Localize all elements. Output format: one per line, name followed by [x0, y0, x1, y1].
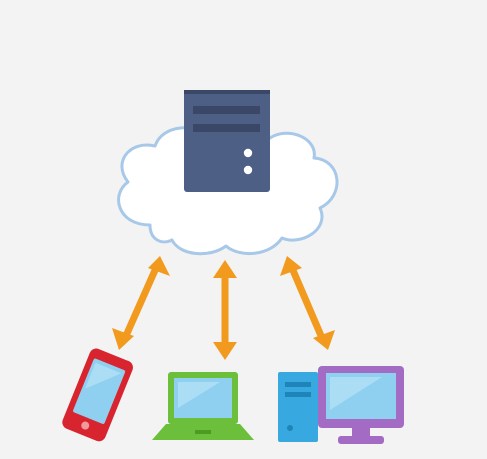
desktop-tower-icon — [278, 372, 318, 442]
arrow-cloud-desktop — [280, 256, 335, 350]
arrow-cloud-laptop — [213, 260, 237, 360]
desktop-monitor-icon — [318, 366, 404, 444]
arrow-cloud-smartphone — [112, 256, 170, 350]
laptop-icon — [152, 372, 254, 440]
server-icon — [184, 90, 270, 192]
smartphone-icon — [62, 348, 133, 442]
